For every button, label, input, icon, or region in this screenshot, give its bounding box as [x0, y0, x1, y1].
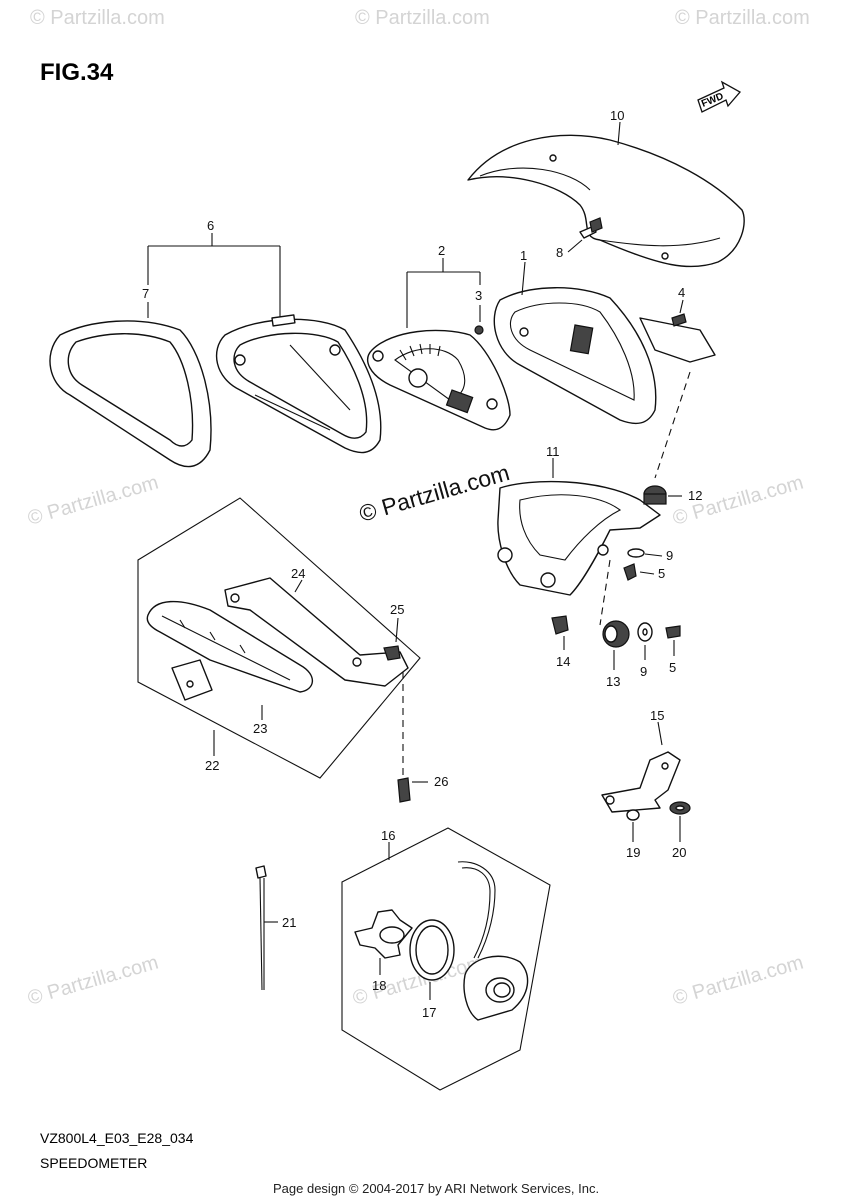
- part-25-screw[interactable]: [383, 645, 401, 661]
- part-6-meter-lens[interactable]: [215, 314, 382, 454]
- callout-26: 26: [434, 774, 448, 789]
- part-7-meter-rim[interactable]: [49, 320, 212, 468]
- callout-25: 25: [390, 602, 404, 617]
- center-watermark: © Partzilla.com: [356, 459, 512, 527]
- section-name: SPEEDOMETER: [40, 1155, 147, 1171]
- leader-line: [567, 239, 583, 253]
- figure-title: FIG.34: [40, 59, 114, 86]
- watermark-text: © Partzilla.com: [670, 952, 806, 1010]
- callout-2-bracket: [406, 258, 481, 328]
- fwd-arrow-icon: FWD: [697, 80, 742, 113]
- assembly-line: [599, 559, 611, 626]
- part-20-clamp[interactable]: [669, 801, 691, 815]
- callout-13: 13: [606, 674, 620, 689]
- callout-7: 7: [142, 286, 149, 301]
- callout-23: 23: [253, 721, 267, 736]
- callout-2: 2: [438, 243, 445, 258]
- part-26-screw[interactable]: [397, 777, 411, 803]
- callout-16: 16: [381, 828, 395, 843]
- callout-15: 15: [650, 708, 664, 723]
- part-3-screw[interactable]: [474, 325, 484, 335]
- part-1-meter-case[interactable]: [493, 287, 716, 425]
- callout-9-upper: 9: [666, 548, 673, 563]
- callout-21: 21: [282, 915, 296, 930]
- part-9-washer-upper[interactable]: [627, 548, 645, 558]
- callout-3: 3: [475, 288, 482, 303]
- part-17-seal-ring[interactable]: [409, 919, 455, 981]
- watermark-text: © Partzilla.com: [355, 7, 490, 29]
- leader-line: [395, 617, 399, 643]
- callout-6-bracket: [147, 233, 281, 320]
- callout-5-lower: 5: [669, 660, 676, 675]
- callout-9-lower: 9: [640, 664, 647, 679]
- model-code: VZ800L4_E03_E28_034: [40, 1130, 194, 1146]
- part-23-indicator-lamp[interactable]: [146, 600, 314, 701]
- assembly-line: [654, 371, 691, 479]
- part-24-indicator-bracket[interactable]: [224, 577, 409, 687]
- leader-line: [644, 553, 663, 557]
- callout-24: 24: [291, 566, 305, 581]
- leader-line: [679, 299, 684, 314]
- leader-line: [521, 261, 526, 296]
- page-credit: Page design © 2004-2017 by ARI Network S…: [273, 1181, 599, 1196]
- callout-19: 19: [626, 845, 640, 860]
- watermark-text: © Partzilla.com: [25, 472, 161, 530]
- callout-8: 8: [556, 245, 563, 260]
- part-2-meter-unit[interactable]: [367, 329, 511, 431]
- part-15-sensor-bracket[interactable]: [601, 751, 681, 813]
- callout-11: 11: [546, 444, 560, 459]
- watermark-text: © Partzilla.com: [675, 7, 810, 29]
- group-box-22: [137, 497, 421, 779]
- leader-line: [657, 721, 663, 746]
- watermark-text: © Partzilla.com: [30, 7, 165, 29]
- part-5-screw-lower[interactable]: [665, 625, 681, 639]
- part-12-grommet[interactable]: [643, 485, 667, 505]
- leader-line: [294, 579, 303, 593]
- watermark-text: © Partzilla.com: [25, 952, 161, 1010]
- callout-1: 1: [520, 248, 527, 263]
- leader-line: [639, 571, 655, 575]
- callout-4: 4: [678, 285, 685, 300]
- part-10-meter-cover[interactable]: [467, 134, 745, 268]
- speed-sensor[interactable]: [457, 861, 529, 1021]
- callout-5-upper: 5: [658, 566, 665, 581]
- leader-line: [617, 121, 621, 146]
- callout-6: 6: [207, 218, 214, 233]
- part-19-washer[interactable]: [626, 809, 640, 821]
- part-8-screw[interactable]: [579, 217, 603, 239]
- part-21-cable-tie[interactable]: [255, 865, 267, 991]
- callout-10: 10: [610, 108, 624, 123]
- part-5-screw-upper[interactable]: [623, 563, 637, 581]
- group-box-16: [341, 827, 551, 1091]
- part-4-screw[interactable]: [671, 313, 687, 327]
- part-9-washer-lower[interactable]: [637, 622, 653, 642]
- callout-18: 18: [372, 978, 386, 993]
- part-13-grommet[interactable]: [602, 620, 630, 648]
- part-11-meter-bracket[interactable]: [497, 480, 661, 596]
- callout-17: 17: [422, 1005, 436, 1020]
- part-18-drive-plate[interactable]: [354, 909, 413, 959]
- callout-22: 22: [205, 758, 219, 773]
- callout-12: 12: [688, 488, 702, 503]
- callout-14: 14: [556, 654, 570, 669]
- part-14-bolt[interactable]: [551, 615, 569, 635]
- callout-20: 20: [672, 845, 686, 860]
